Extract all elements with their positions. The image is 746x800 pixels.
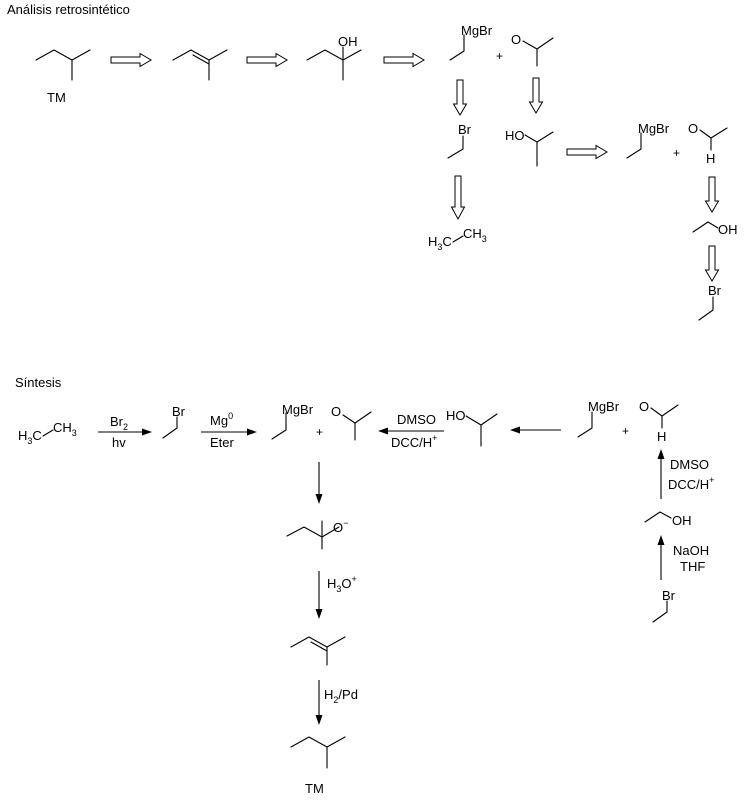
- synth-br-2-label: Br: [662, 588, 676, 603]
- reagent-br2: Br2: [110, 414, 128, 432]
- synth-arrow-grignard: [201, 428, 257, 436]
- retro-arrow-3: [383, 53, 425, 67]
- plus-sign-2: +: [673, 146, 680, 160]
- alkoxide-structure: [286, 520, 340, 550]
- synth-ethanol-oh: OH: [672, 513, 692, 528]
- synth-mgbr-label: MgBr: [282, 402, 314, 417]
- ethyl-bromide-2-structure: [698, 296, 714, 321]
- synth-acetaldehyde-structure: [650, 404, 679, 429]
- synth-arrow-down-hydrogenation: [315, 680, 323, 725]
- reagent-dmso-2: DMSO: [670, 457, 709, 472]
- synth-isopropanol-structure: [465, 413, 498, 447]
- retro-arrow-down-5: [705, 245, 719, 282]
- synth-arrow-up-oxidation: [657, 449, 665, 499]
- reagent-dcc-2: DCC/H+: [668, 475, 714, 492]
- synth-title: Síntesis: [15, 375, 62, 390]
- aldehyde-o-label: O: [688, 121, 698, 136]
- reagent-mg: Mg0: [210, 411, 233, 428]
- reagent-h2pd: H2/Pd: [324, 687, 358, 705]
- retro-arrow-down-1: [453, 79, 467, 116]
- synth-ethyl-bromide-structure: [162, 416, 178, 439]
- retro-arrow-down-3: [451, 175, 465, 220]
- retro-title: Análisis retrosintético: [7, 2, 130, 17]
- synth-grignard-structure: [271, 412, 287, 440]
- tm-label: TM: [47, 90, 66, 105]
- synth-tm-label: TM: [305, 781, 324, 796]
- reagent-dmso: DMSO: [397, 412, 436, 427]
- ethyl-bromide-structure: [447, 135, 464, 159]
- ethane-h3c-label: H3C: [428, 234, 452, 252]
- retro-arrow-2: [246, 53, 288, 67]
- synth-mgbr-2-label: MgBr: [588, 399, 620, 414]
- synth-ethane-bond: [42, 429, 54, 437]
- reagent-h3o: H3O+: [327, 574, 357, 594]
- synth-arrow-bromination: [98, 428, 152, 436]
- synth-ethanol-structure: [644, 511, 672, 523]
- synth-arrow-oxidation: [378, 427, 444, 435]
- ho-label: HO: [505, 128, 525, 143]
- ethane-ch3-label: CH3: [463, 226, 487, 244]
- acetone-structure: [522, 37, 554, 67]
- synth-ethyl-bromide-2-structure: [652, 600, 668, 623]
- synth-alkene-structure: [290, 636, 346, 666]
- br-label: Br: [458, 122, 472, 137]
- acetaldehyde-structure: [699, 127, 728, 151]
- tertiary-alcohol-structure: [306, 46, 362, 81]
- synth-arrow-grignard-addition: [510, 426, 561, 434]
- synth-grignard-2-structure: [577, 411, 593, 438]
- ethanol-structure: [692, 221, 719, 233]
- synth-plus-2: +: [622, 424, 629, 438]
- alkene-structure: [172, 49, 228, 81]
- synth-acetone-structure: [342, 411, 372, 441]
- retro-arrow-down-2: [529, 77, 543, 114]
- synth-arrow-down-protonation: [315, 571, 323, 619]
- reagent-naoh: NaOH: [673, 543, 709, 558]
- tm-structure: [35, 49, 91, 81]
- aldehyde-h-label: H: [706, 151, 715, 166]
- plus-sign: +: [496, 49, 503, 63]
- mgbr-2-label: MgBr: [638, 121, 670, 136]
- synth-plus-1: +: [316, 425, 323, 439]
- retro-arrow-1: [110, 53, 152, 67]
- mgbr-label: MgBr: [461, 23, 493, 38]
- alkoxide-o-label: O−: [333, 518, 348, 535]
- retro-arrow-down-4: [705, 176, 719, 213]
- synth-tm-structure: [290, 736, 346, 769]
- reagent-hv: hv: [112, 435, 126, 450]
- oh-label: OH: [338, 34, 358, 49]
- synth-acetone-o: O: [331, 404, 341, 419]
- synth-ho-label: HO: [446, 408, 466, 423]
- ethanol-oh-label: OH: [718, 222, 738, 237]
- synth-br-label: Br: [172, 404, 186, 419]
- synth-arrow-up-hydrolysis: [657, 535, 665, 580]
- carbonyl-o-label: O: [511, 32, 521, 47]
- br-2-label: Br: [708, 283, 722, 298]
- reagent-thf: THF: [680, 559, 705, 574]
- synth-aldehyde-o: O: [639, 399, 649, 414]
- ethane-bond: [452, 235, 464, 243]
- isopropanol-structure: [524, 131, 554, 167]
- retro-arrow-4: [566, 145, 608, 159]
- synth-ethane-h3c: H3C: [18, 428, 42, 446]
- synth-arrow-down-addition: [315, 462, 323, 504]
- reagent-dcc: DCC/H+: [391, 433, 437, 450]
- ethylmagnesium-bromide-structure: [449, 34, 465, 61]
- synth-aldehyde-h: H: [657, 429, 666, 444]
- ethylmagnesium-bromide-2-structure: [626, 132, 642, 159]
- reagent-eter: Eter: [210, 435, 235, 450]
- synth-ethane-ch3: CH3: [53, 420, 77, 438]
